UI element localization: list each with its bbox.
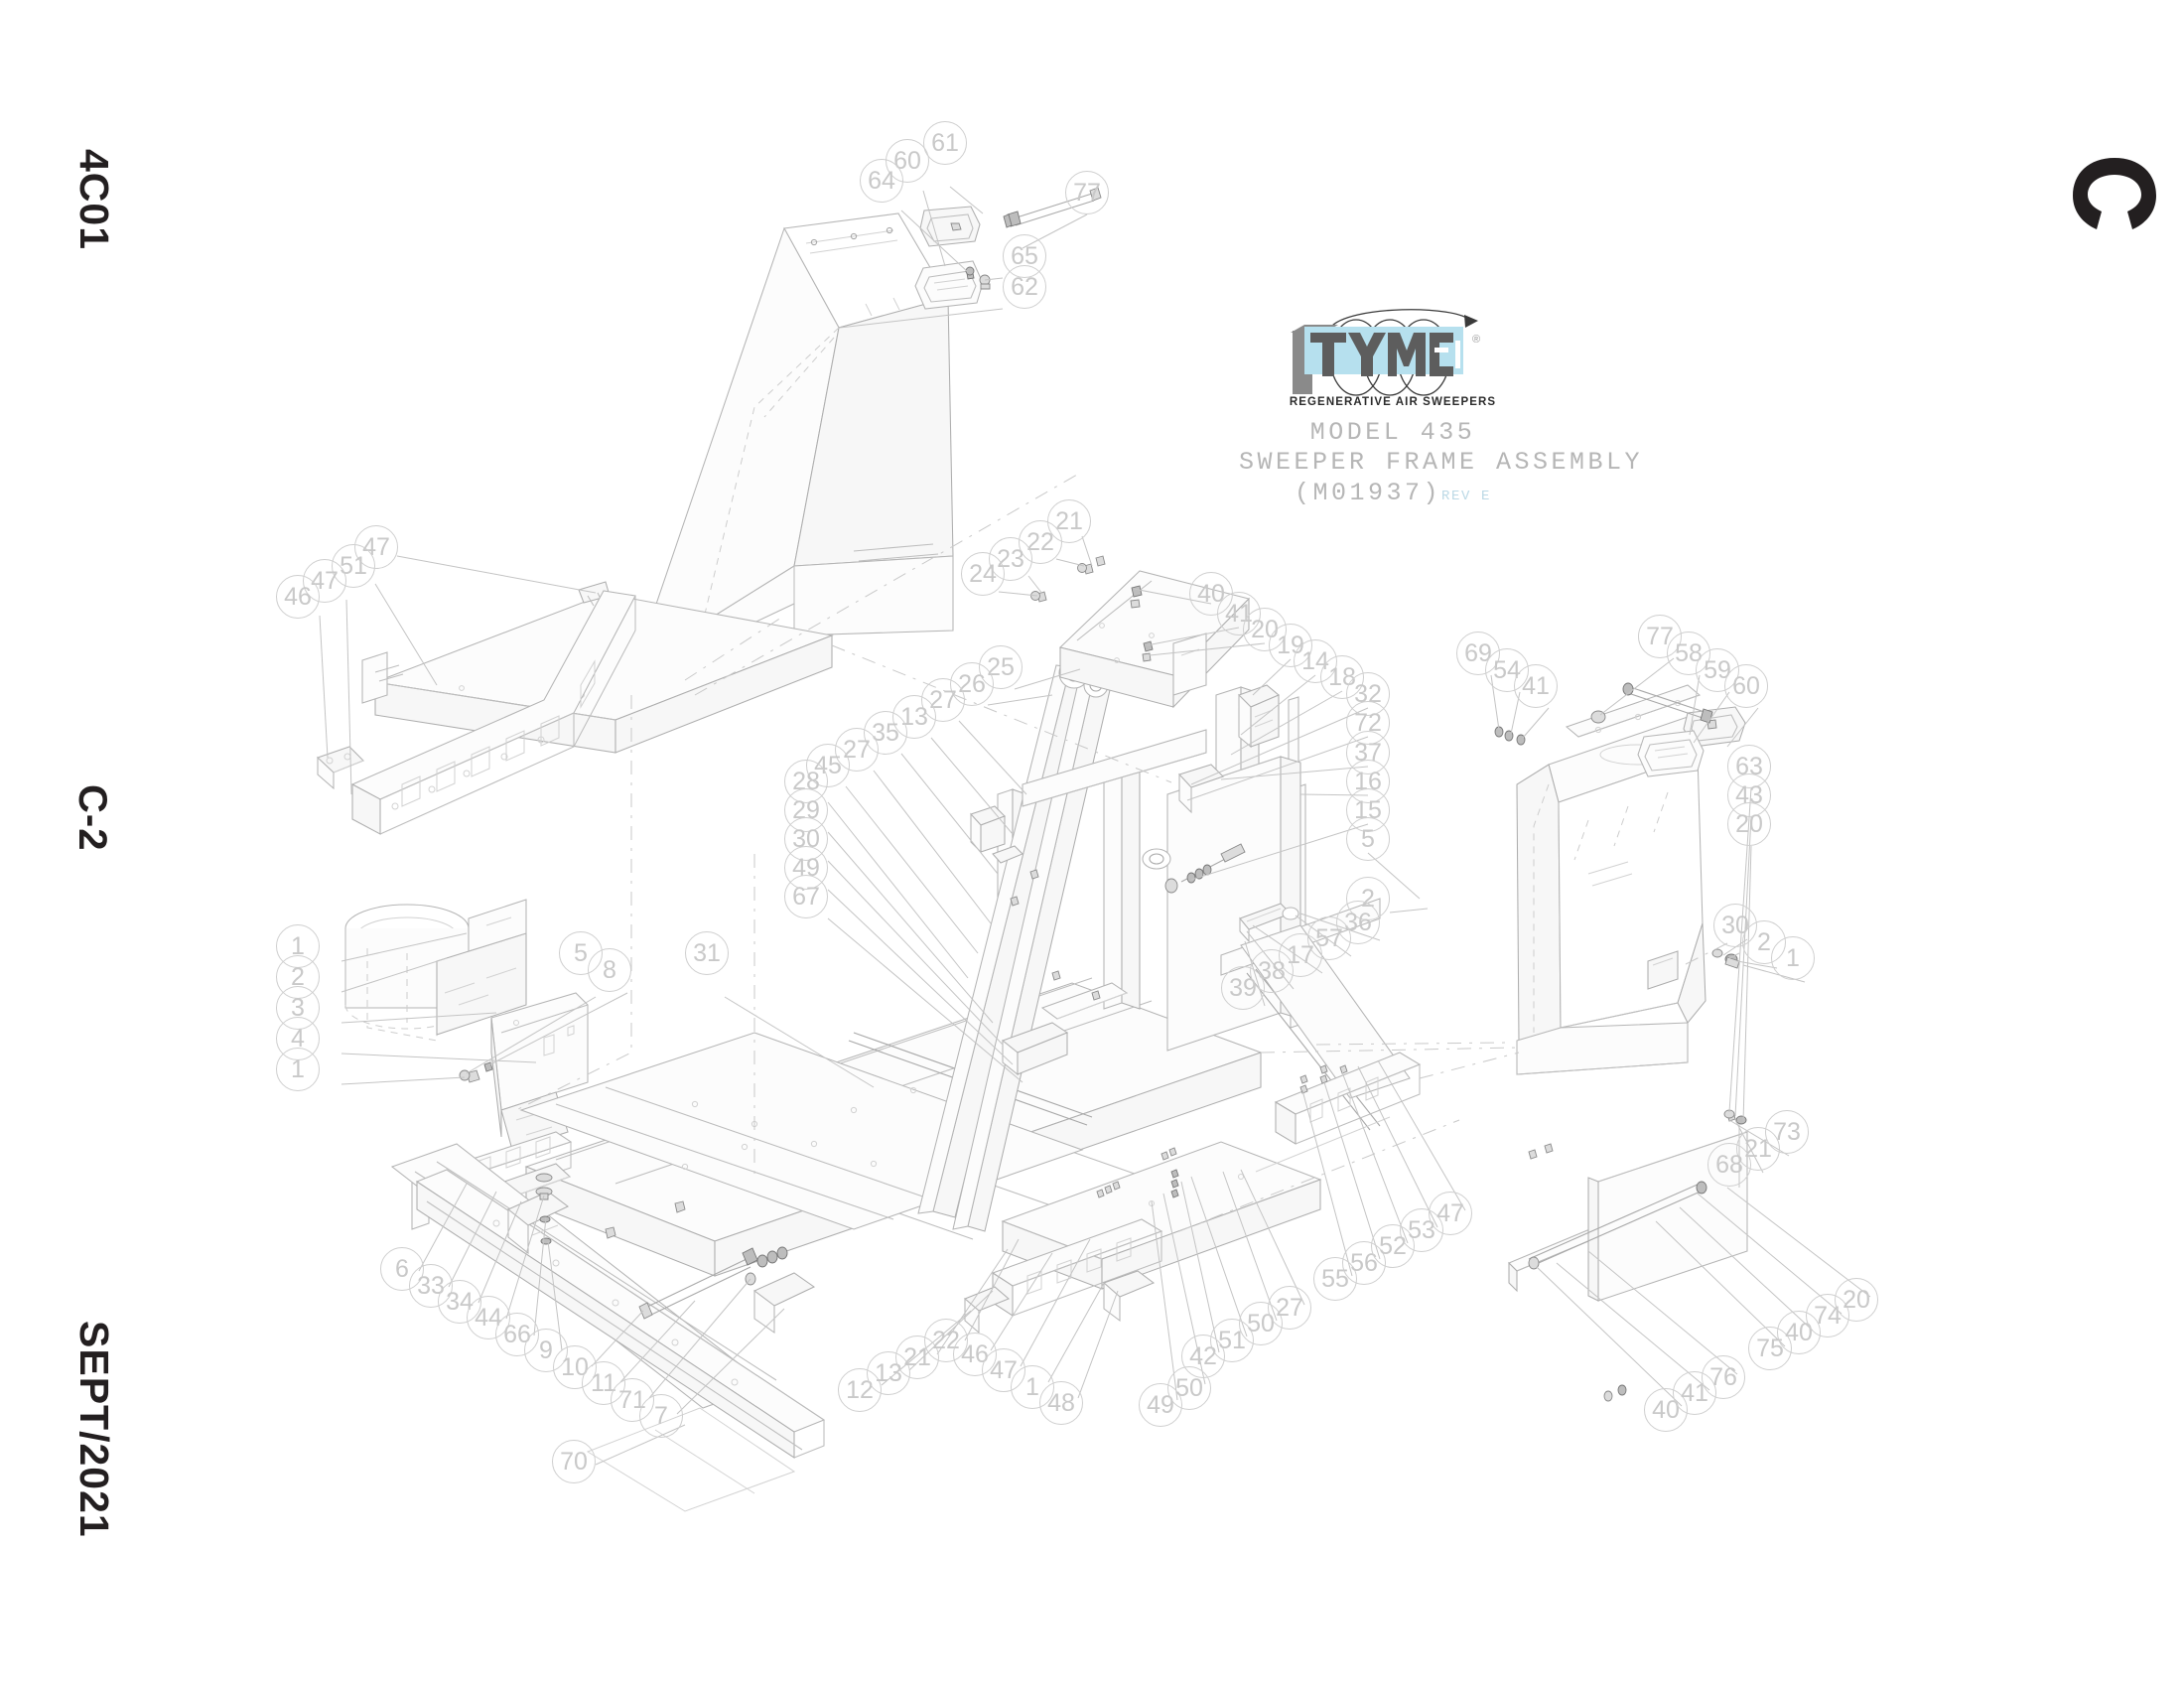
balloon-callout-36: 36 (1336, 901, 1380, 944)
balloon-callout-1: 1 (276, 1048, 320, 1091)
part-right-lower-rail (1255, 1052, 1422, 1173)
part-right-cabinet (1494, 682, 1748, 1302)
balloon-callout-20: 20 (1727, 802, 1771, 846)
balloon-callout-20: 20 (1835, 1278, 1878, 1322)
title-model-line: MODEL 435 (1309, 418, 1476, 447)
balloon-callout-41: 41 (1673, 1371, 1716, 1415)
balloon-callout-5: 5 (1346, 817, 1390, 861)
title-block: ® REGENERATIVE AIR SWEEPERS MODEL 435 SW… (1239, 303, 1644, 511)
title-drawing-number: (M01937) (1294, 479, 1441, 507)
balloon-callout-8: 8 (588, 948, 631, 992)
balloon-callout-76: 76 (1702, 1355, 1745, 1399)
part-bottom-right-rod (1528, 1181, 1707, 1402)
balloon-callout-18: 18 (1320, 655, 1364, 699)
balloon-callout-44: 44 (467, 1296, 510, 1339)
balloon-callout-61: 61 (923, 121, 967, 165)
balloon-callout-14: 14 (1294, 639, 1337, 683)
balloon-callout-62: 62 (1003, 265, 1046, 309)
part-bottom-center-plate (964, 1141, 1322, 1335)
title-assembly-line: SWEEPER FRAME ASSEMBLY (1239, 448, 1644, 477)
balloon-callout-48: 48 (1039, 1381, 1083, 1425)
balloon-callout-77: 77 (1065, 171, 1109, 214)
title-revision: REV E (1441, 489, 1492, 504)
title-drawing-number-row: (M01937)REV E (1239, 479, 1547, 511)
part-left-plate-and-rail (317, 581, 834, 835)
balloon-callout-1: 1 (1771, 936, 1815, 980)
balloon-callout-68: 68 (1707, 1143, 1751, 1187)
balloon-callout-21: 21 (1736, 1127, 1780, 1171)
tymco-logo: ® REGENERATIVE AIR SWEEPERS (1269, 303, 1517, 412)
tymco-logo-svg: ® REGENERATIVE AIR SWEEPERS (1290, 309, 1496, 408)
balloon-callout-41: 41 (1514, 664, 1558, 708)
logo-tagline: REGENERATIVE AIR SWEEPERS (1290, 396, 1496, 408)
part-lamp-upper (914, 187, 1102, 310)
balloon-callout-7: 7 (639, 1394, 683, 1438)
projection-lines (515, 474, 1728, 1232)
tymco-c-mark-icon (2067, 154, 2162, 243)
balloon-callout-47: 47 (1429, 1192, 1472, 1235)
revision-date-label: SEPT/2021 (71, 1321, 117, 1538)
balloon-callout-21: 21 (895, 1336, 939, 1379)
balloon-callout-27: 27 (1268, 1286, 1311, 1330)
balloon-callout-60: 60 (1724, 664, 1768, 708)
balloon-callout-24: 24 (961, 552, 1005, 596)
svg-text:®: ® (1472, 334, 1480, 346)
balloon-callout-50: 50 (1167, 1366, 1211, 1410)
balloon-callout-39: 39 (1221, 966, 1265, 1010)
part-duct-collar (344, 899, 527, 1042)
balloon-callout-56: 56 (1342, 1241, 1386, 1285)
sheet-code-label: 4C01 (71, 149, 117, 251)
balloon-callout-67: 67 (784, 875, 828, 918)
page-number-label: C-2 (70, 784, 114, 852)
balloon-callout-64: 64 (860, 159, 903, 203)
balloon-callout-46: 46 (276, 575, 320, 619)
balloon-callout-31: 31 (685, 931, 729, 975)
balloon-callout-70: 70 (552, 1440, 596, 1483)
